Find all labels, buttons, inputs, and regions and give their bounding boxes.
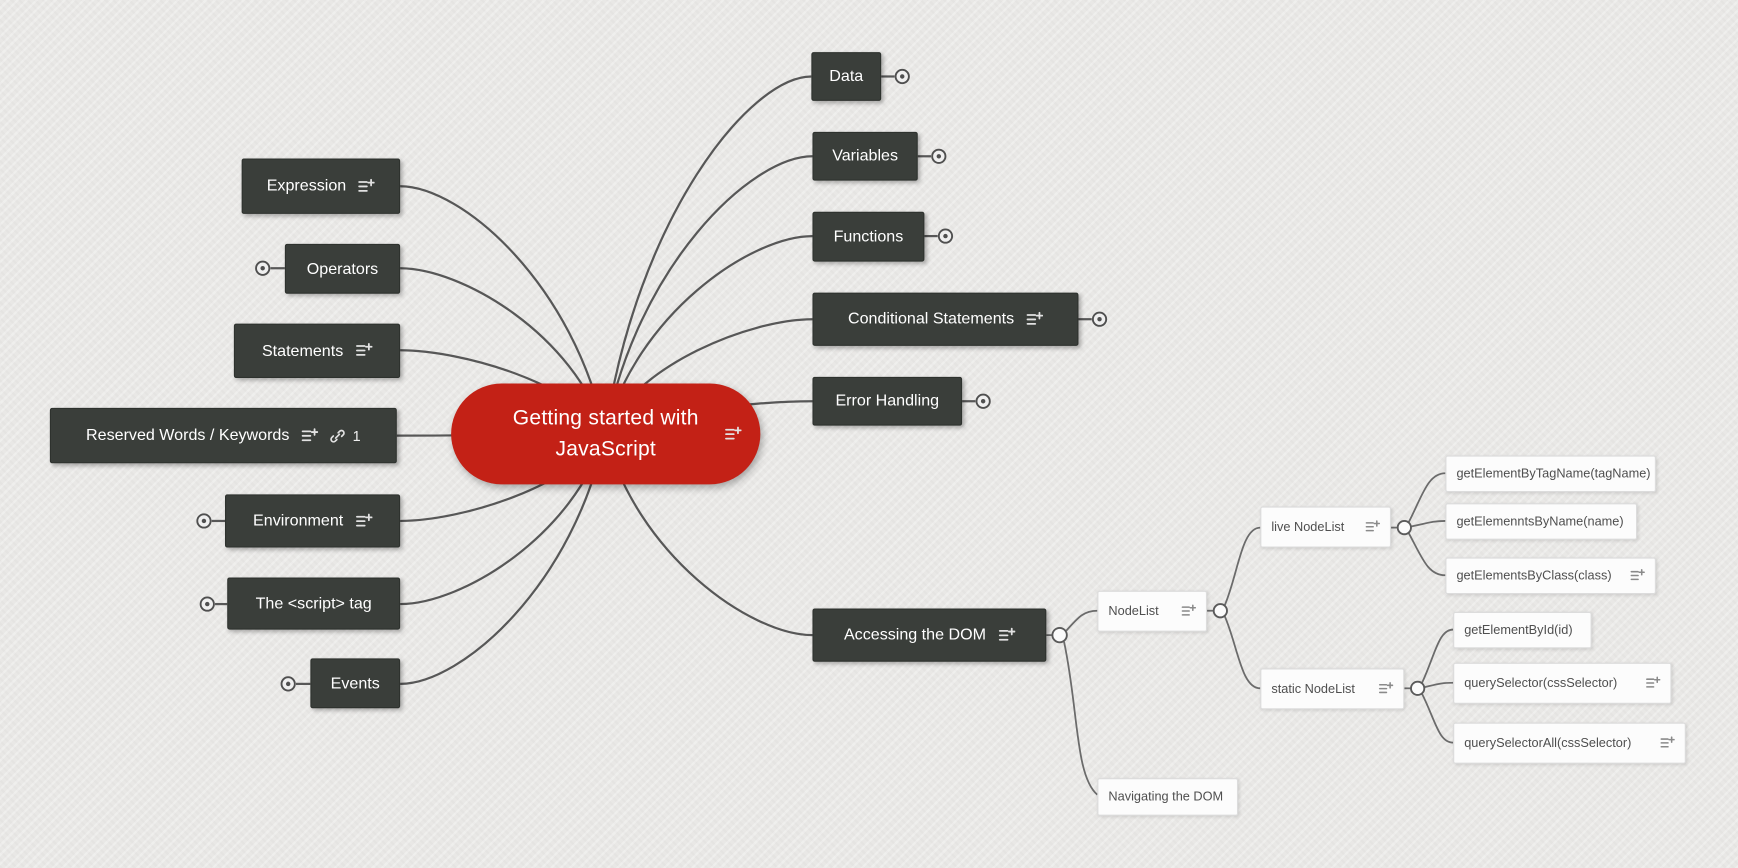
node-label: Statements: [261, 341, 344, 360]
collapse-dot: [943, 233, 948, 239]
node-label: querySelector(cssSelector): [1464, 676, 1618, 690]
collapse-dot: [936, 154, 942, 159]
node-static-nodelist[interactable]: static NodeList: [1260, 668, 1405, 710]
node-expression[interactable]: Expression: [241, 158, 401, 214]
node-label: getElementsByClass(class): [1456, 569, 1612, 583]
collapse-dot: [285, 681, 291, 687]
notes-icon[interactable]: [997, 627, 1015, 644]
node-label: live NodeList: [1271, 520, 1345, 534]
node-label: Events: [330, 674, 380, 693]
node-label: getElementById(id): [1464, 623, 1573, 637]
node-getelementbyid[interactable]: getElementById(id): [1453, 611, 1592, 649]
notes-icon[interactable]: [1645, 676, 1661, 690]
node-accessing-dom[interactable]: Accessing the DOM: [812, 608, 1047, 662]
node-label: querySelectorAll(cssSelector): [1464, 736, 1632, 750]
node-operators[interactable]: Operators: [284, 243, 401, 294]
node-label: Error Handling: [835, 392, 940, 411]
notes-icon[interactable]: [1025, 311, 1043, 328]
node-nodelist[interactable]: NodeList: [1097, 590, 1208, 632]
branch-point-accessing-dom[interactable]: [1051, 626, 1068, 644]
edge-live-tagname: [1407, 472, 1446, 523]
edge-center-expression: [400, 185, 607, 434]
node-label: Data: [829, 67, 864, 86]
node-label: Variables: [832, 147, 899, 166]
node-getelementbytagname[interactable]: getElementByTagName(tagName): [1445, 455, 1656, 493]
node-queryselectorall[interactable]: querySelectorAll(cssSelector): [1453, 722, 1686, 764]
center-label: Getting started with JavaScript: [513, 403, 699, 465]
node-queryselector[interactable]: querySelector(cssSelector): [1453, 662, 1672, 704]
node-getelementsbyname[interactable]: getElemenntsByName(name): [1445, 503, 1638, 540]
node-label: Functions: [833, 227, 904, 246]
node-label: Reserved Words / Keywords: [86, 426, 290, 445]
node-label: Environment: [253, 512, 344, 530]
collapse-dot: [900, 74, 905, 79]
notes-icon[interactable]: [1180, 604, 1196, 618]
node-statements[interactable]: Statements: [233, 323, 401, 378]
node-conditional-statements[interactable]: Conditional Statements: [812, 292, 1079, 346]
node-label: Operators: [306, 259, 379, 278]
edge-live-class: [1407, 532, 1446, 577]
node-events[interactable]: Events: [310, 658, 401, 709]
link-icon[interactable]: [329, 427, 346, 444]
collapse-dot: [980, 399, 986, 404]
node-center[interactable]: Getting started with JavaScript: [451, 383, 761, 485]
edge-center-data: [604, 75, 812, 434]
node-reserved-words[interactable]: Reserved Words / Keywords 1: [49, 407, 397, 464]
notes-icon[interactable]: [354, 513, 373, 530]
branch-point-nodelist[interactable]: [1212, 603, 1228, 619]
edge-static-queryselectorall: [1421, 693, 1454, 744]
edge-center-events: [400, 433, 607, 685]
node-functions[interactable]: Functions: [812, 211, 925, 262]
edge-static-queryselector: [1424, 681, 1454, 689]
branch-point-live-nodelist[interactable]: [1396, 520, 1412, 536]
node-error-handling[interactable]: Error Handling: [812, 376, 963, 426]
link-count: 1: [352, 427, 361, 444]
notes-icon[interactable]: [1659, 736, 1675, 750]
edge-static-byid: [1421, 628, 1454, 684]
notes-icon[interactable]: [300, 427, 319, 444]
notes-icon[interactable]: [1378, 682, 1394, 696]
node-label: The <script> tag: [255, 594, 372, 613]
notes-icon[interactable]: [724, 426, 742, 443]
node-label: Expression: [266, 177, 347, 196]
node-label: Navigating the DOM: [1108, 790, 1224, 804]
branch-point-static-nodelist[interactable]: [1410, 680, 1426, 696]
collapse-dot: [260, 266, 265, 271]
notes-icon[interactable]: [1364, 520, 1380, 534]
node-label: NodeList: [1108, 604, 1159, 618]
notes-icon[interactable]: [357, 178, 376, 195]
node-label: Accessing the DOM: [843, 626, 986, 644]
edge-center-variables: [604, 155, 813, 434]
collapse-dot: [205, 601, 210, 607]
node-data[interactable]: Data: [811, 52, 882, 101]
center-label-line2: JavaScript: [555, 437, 656, 461]
node-variables[interactable]: Variables: [812, 131, 918, 181]
node-getelementsbyclass[interactable]: getElementsByClass(class): [1445, 557, 1656, 595]
notes-icon[interactable]: [1629, 568, 1645, 583]
node-environment[interactable]: Environment: [225, 494, 401, 548]
node-navigating-dom[interactable]: Navigating the DOM: [1097, 778, 1239, 816]
node-live-nodelist[interactable]: live NodeList: [1260, 506, 1392, 548]
node-label: getElemenntsByName(name): [1456, 514, 1624, 529]
center-label-line1: Getting started with: [512, 406, 699, 430]
node-label: getElementByTagName(tagName): [1456, 467, 1651, 481]
collapse-dot: [201, 518, 207, 524]
collapse-dot: [1097, 317, 1102, 322]
edge-nodelist-static: [1223, 615, 1261, 690]
node-script-tag[interactable]: The <script> tag: [227, 577, 401, 630]
notes-icon[interactable]: [354, 342, 373, 359]
edge-live-name: [1410, 520, 1446, 528]
edge-nodelist-live: [1223, 526, 1261, 606]
edge-accessingdom-navigating: [1063, 641, 1098, 796]
node-label: Conditional Statements: [847, 310, 1015, 329]
node-label: static NodeList: [1271, 682, 1355, 696]
edge-accessingdom-nodelist: [1065, 609, 1098, 632]
